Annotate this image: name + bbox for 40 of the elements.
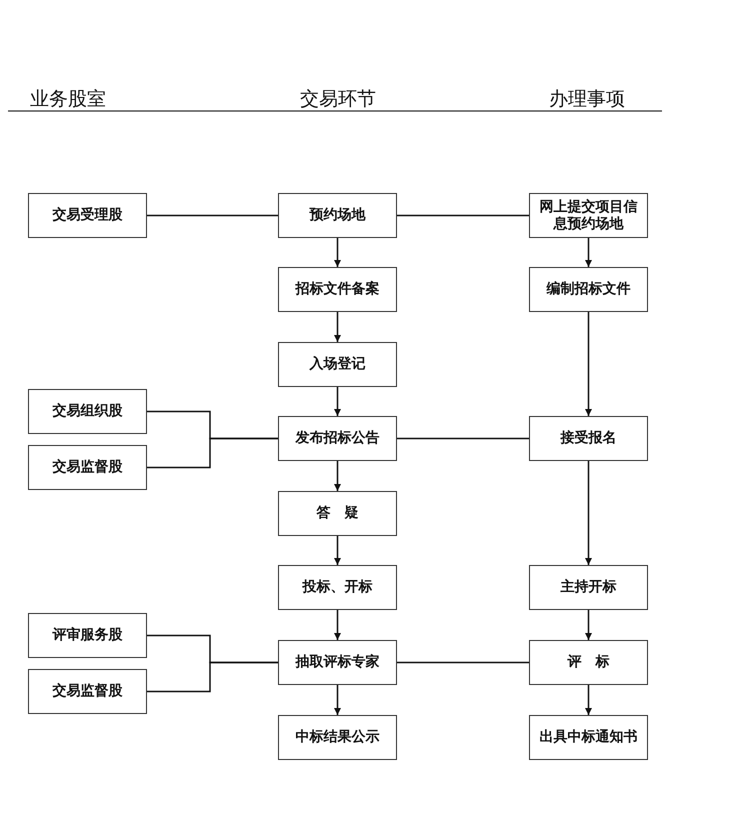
department-box: 评审服务股 [28,613,147,658]
arrow [585,461,592,565]
process-box: 投标、开标 [278,565,397,610]
arrow [585,312,592,416]
arrow [585,685,592,715]
arrow [585,610,592,640]
arrow [334,685,341,715]
arrow [334,238,341,267]
department-box: 交易受理股 [28,193,147,238]
process-box: 抽取评标专家 [278,640,397,685]
department-box: 交易组织股 [28,389,147,434]
column-header: 交易环节 [300,87,376,112]
process-box: 评 标 [529,640,648,685]
arrow [334,312,341,342]
connector-line [397,438,529,440]
process-box: 中标结果公示 [278,715,397,760]
arrow [585,238,592,267]
department-box: 交易监督股 [28,669,147,714]
arrow [334,610,341,640]
arrow [334,461,341,491]
process-box: 主持开标 [529,565,648,610]
process-box: 编制招标文件 [529,267,648,312]
process-box: 招标文件备案 [278,267,397,312]
connector-line [397,214,529,216]
process-box: 接受报名 [529,416,648,461]
process-box: 发布招标公告 [278,416,397,461]
connector-line [147,438,278,468]
department-box: 交易监督股 [28,445,147,490]
column-header: 业务股室 [30,87,106,112]
process-box: 预约场地 [278,193,397,238]
process-box: 答 疑 [278,491,397,536]
connector-line [147,662,278,692]
process-box: 出具中标通知书 [529,715,648,760]
process-box: 网上提交项目信息预约场地 [529,193,648,238]
arrow [334,387,341,416]
arrow [334,536,341,565]
process-box: 入场登记 [278,342,397,387]
connector-line [397,662,529,664]
column-header: 办理事项 [549,87,625,112]
connector-line [147,214,278,216]
